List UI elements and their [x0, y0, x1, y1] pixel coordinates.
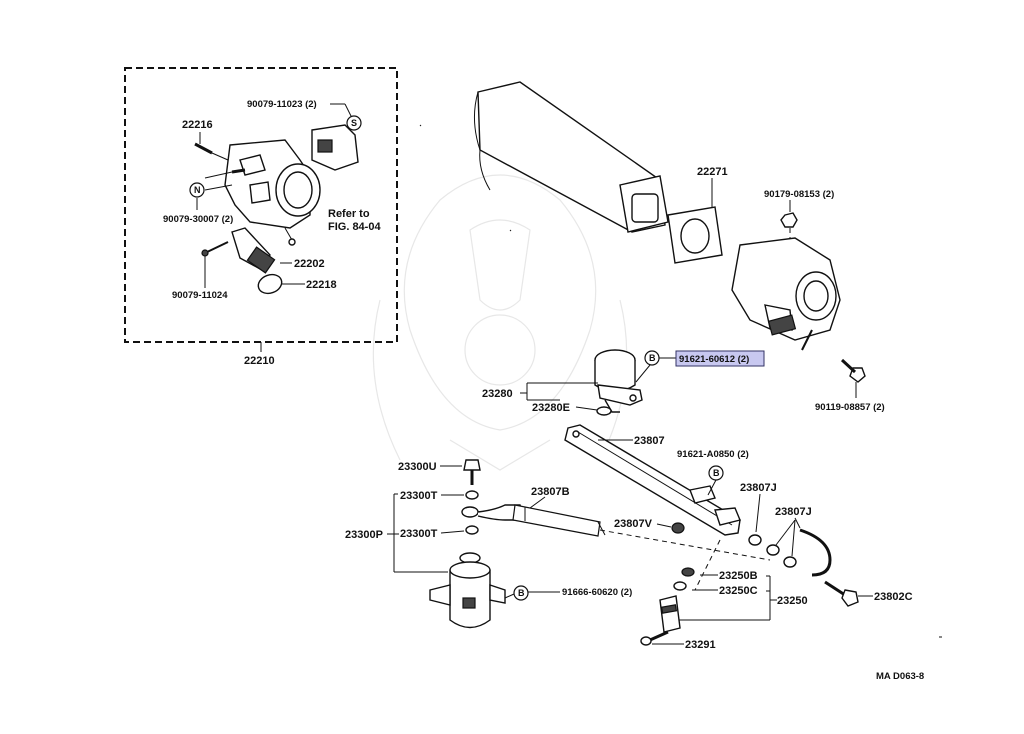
- s-symbol-label: S: [351, 118, 357, 128]
- label-23807J-b: 23807J: [775, 506, 812, 518]
- washer-23300T-a: [465, 490, 479, 500]
- label-90079-11024: 90079-11024: [172, 290, 228, 301]
- label-23300P: 23300P: [345, 529, 383, 541]
- label-23300T-b: 23300T: [400, 528, 438, 540]
- label-90179-08153: 90179-08153 (2): [764, 189, 834, 200]
- label-23250: 23250: [777, 595, 808, 607]
- b-symbol-label-3: B: [518, 588, 525, 598]
- label-22210: 22210: [244, 355, 275, 367]
- label-23280E: 23280E: [532, 402, 570, 414]
- screw-22216: [194, 142, 229, 161]
- gasket-23807J-c: [783, 556, 797, 568]
- label-23807B: 23807B: [531, 486, 570, 498]
- fuel-rail-23807: [564, 424, 741, 536]
- n-symbol-label: N: [194, 185, 201, 195]
- label-23291: 23291: [685, 639, 716, 651]
- b-symbol-circle-3: [513, 585, 529, 601]
- o-ring-23280E: [596, 406, 612, 416]
- label-23280: 23280: [482, 388, 513, 400]
- screws-90079-30007: [204, 168, 246, 191]
- label-23807V: 23807V: [614, 518, 653, 530]
- label-22216: 22216: [182, 119, 213, 131]
- label-90079-11023: 90079-11023 (2): [247, 99, 317, 110]
- b-symbol-label-2: B: [713, 468, 720, 478]
- refer-fig-text: FIG. 84-04: [328, 221, 381, 233]
- nut-90179-08153: [780, 212, 798, 228]
- gasket-23807J-b: [766, 544, 780, 556]
- bolt-23300U: [463, 459, 481, 485]
- label-91621-A0850: 91621-A0850 (2): [677, 449, 749, 460]
- label-23300T-a: 23300T: [400, 490, 438, 502]
- watermark-emblem: [372, 174, 628, 471]
- label-91621-60612[interactable]: 91621-60612 (2): [679, 354, 749, 365]
- label-23802C: 23802C: [874, 591, 913, 603]
- label-23807: 23807: [634, 435, 665, 447]
- bolt-90119-08857: [840, 358, 866, 383]
- part-23807V: [671, 522, 685, 534]
- label-23300U: 23300U: [398, 461, 437, 473]
- throttle-body-left: [224, 139, 321, 246]
- label-23250C: 23250C: [719, 585, 758, 597]
- label-91666-60620: 91666-60620 (2): [562, 587, 632, 598]
- damper-23300P: [429, 552, 506, 629]
- label-23250B: 23250B: [719, 570, 758, 582]
- label-22218: 22218: [306, 279, 337, 291]
- gasket-22271: [667, 206, 723, 264]
- bolt-23802C: [824, 580, 859, 607]
- throttle-sensor: [311, 124, 359, 171]
- label-22202: 22202: [294, 258, 325, 270]
- label-22271: 22271: [697, 166, 728, 178]
- o-ring-23291: [640, 636, 652, 646]
- refer-to-text: Refer to: [328, 208, 370, 220]
- label-23807J-a: 23807J: [740, 482, 777, 494]
- b-symbol-label-1: B: [649, 353, 656, 363]
- injector-23250: [649, 595, 681, 642]
- s-symbol-circle: [346, 115, 362, 131]
- intake-plenum: [474, 81, 669, 233]
- hose-23807B: [461, 504, 606, 537]
- highlight-box: [675, 350, 765, 367]
- n-symbol-circle: [189, 182, 205, 198]
- throttle-body-right: [731, 237, 841, 351]
- washer-23300T-b: [465, 525, 479, 535]
- pressure-regulator-23280: [594, 349, 643, 413]
- gasket-23807J-a: [748, 534, 762, 546]
- part-23250C: [673, 581, 687, 591]
- gasket-22218: [257, 273, 283, 295]
- idle-valve-22202: [231, 227, 276, 274]
- pipe-fitting: [799, 528, 832, 577]
- figure-code: MA D063-8: [876, 671, 924, 682]
- label-90079-30007: 90079-30007 (2): [163, 214, 233, 225]
- screw-90079-11024: [201, 241, 229, 257]
- label-90119-08857: 90119-08857 (2): [815, 402, 885, 413]
- part-23250B: [681, 567, 695, 577]
